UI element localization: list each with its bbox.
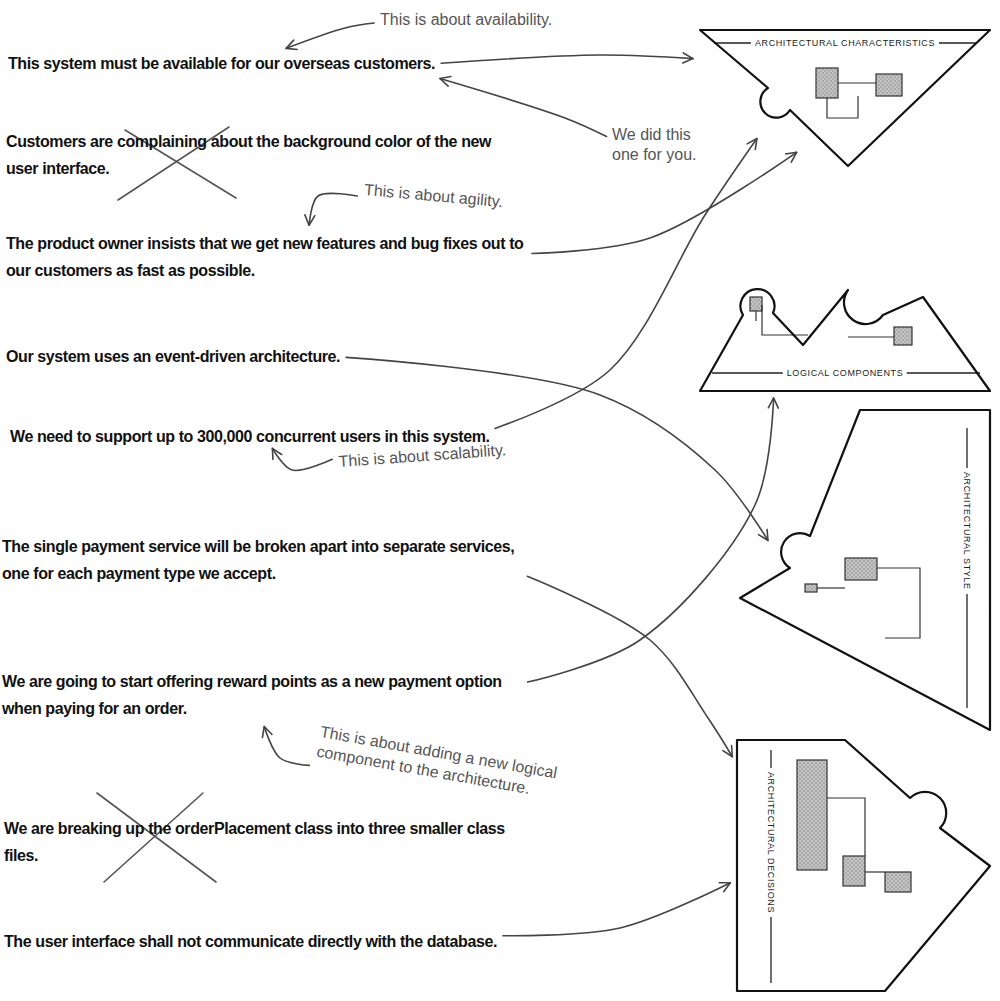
statement-text: We are going to start offering reward po… [2, 668, 522, 722]
wire-line [762, 305, 808, 335]
statement: Our system uses an event-driven architec… [6, 343, 340, 370]
connector-arrow [440, 79, 607, 137]
shaded-block [843, 856, 865, 886]
piece-outline [698, 28, 992, 168]
shaded-block [894, 327, 912, 345]
statement-text: We are breaking up the orderPlacement cl… [4, 815, 524, 869]
note-text: We did this one for you. [612, 125, 712, 165]
piece-label: LOGICAL COMPONENTS [783, 367, 907, 379]
connector-arrow [309, 193, 357, 225]
note-text: This is about scalability. [338, 440, 507, 472]
shaded-block [876, 74, 902, 96]
statement: This system must be available for our ov… [8, 50, 435, 77]
puzzle-piece: ARCHITECTURAL DECISIONS [735, 738, 992, 993]
statement-text: The single payment service will be broke… [2, 533, 522, 587]
strike-mark [97, 793, 216, 882]
wire-line [877, 568, 920, 638]
statement-text: Customers are complaining about the back… [6, 128, 526, 182]
statement: The product owner insists that we get ne… [6, 230, 526, 284]
connector-arrow [528, 398, 774, 682]
annotation: This is about scalability. [338, 440, 507, 472]
shaded-block [750, 297, 762, 311]
wire-line [755, 311, 756, 321]
wire-line [817, 587, 845, 588]
connector-arrow [264, 726, 309, 765]
statement-text: Our system uses an event-driven architec… [6, 343, 340, 370]
puzzle-piece: ARCHITECTURAL STYLE [735, 408, 992, 733]
annotation: This is about availability. [380, 10, 552, 30]
wire-line [848, 336, 894, 337]
piece-border [700, 30, 990, 166]
connector-arrow [532, 152, 797, 253]
shaded-block [845, 558, 877, 580]
shaded-block [816, 68, 838, 98]
annotation: This is about agility. [363, 180, 504, 212]
wire-line [827, 798, 865, 856]
wire-line [838, 82, 876, 83]
piece-label: ARCHITECTURAL CHARACTERISTICS [751, 37, 939, 49]
note-text: This is about adding a new logical compo… [315, 722, 608, 812]
piece-outline [735, 408, 992, 733]
piece-label: ARCHITECTURAL DECISIONS [765, 768, 777, 917]
puzzle-piece: ARCHITECTURAL CHARACTERISTICS [698, 28, 992, 168]
shaded-block [797, 760, 827, 870]
statement: The user interface shall not communicate… [4, 928, 497, 955]
connector-arrow [527, 576, 732, 756]
piece-border [740, 410, 990, 730]
statement: Customers are complaining about the back… [6, 128, 526, 182]
piece-label: ARCHITECTURAL STYLE [961, 468, 973, 594]
connector-arrow [286, 23, 374, 48]
statement-text: The user interface shall not communicate… [4, 928, 497, 955]
connector-arrow [495, 139, 757, 429]
piece-border [737, 740, 990, 991]
wire-line [827, 96, 858, 118]
annotation: This is about adding a new logical compo… [315, 722, 608, 812]
puzzle-piece: LOGICAL COMPONENTS [698, 275, 992, 393]
note-text: This is about availability. [380, 10, 552, 30]
statement-text: The product owner insists that we get ne… [6, 230, 526, 284]
statement-text: This system must be available for our ov… [8, 50, 435, 77]
connector-arrow [272, 448, 332, 470]
connector-arrow [503, 883, 730, 936]
statement: We are going to start offering reward po… [2, 668, 522, 722]
shaded-block [805, 584, 817, 592]
shaded-block [885, 872, 911, 892]
piece-border [700, 289, 990, 391]
statement: We are breaking up the orderPlacement cl… [4, 815, 524, 869]
statement: The single payment service will be broke… [2, 533, 522, 587]
connector-arrow [441, 55, 693, 63]
wire-line [865, 871, 885, 872]
annotation: We did this one for you. [612, 125, 712, 165]
strike-mark [104, 793, 203, 882]
note-text: This is about agility. [363, 180, 504, 212]
